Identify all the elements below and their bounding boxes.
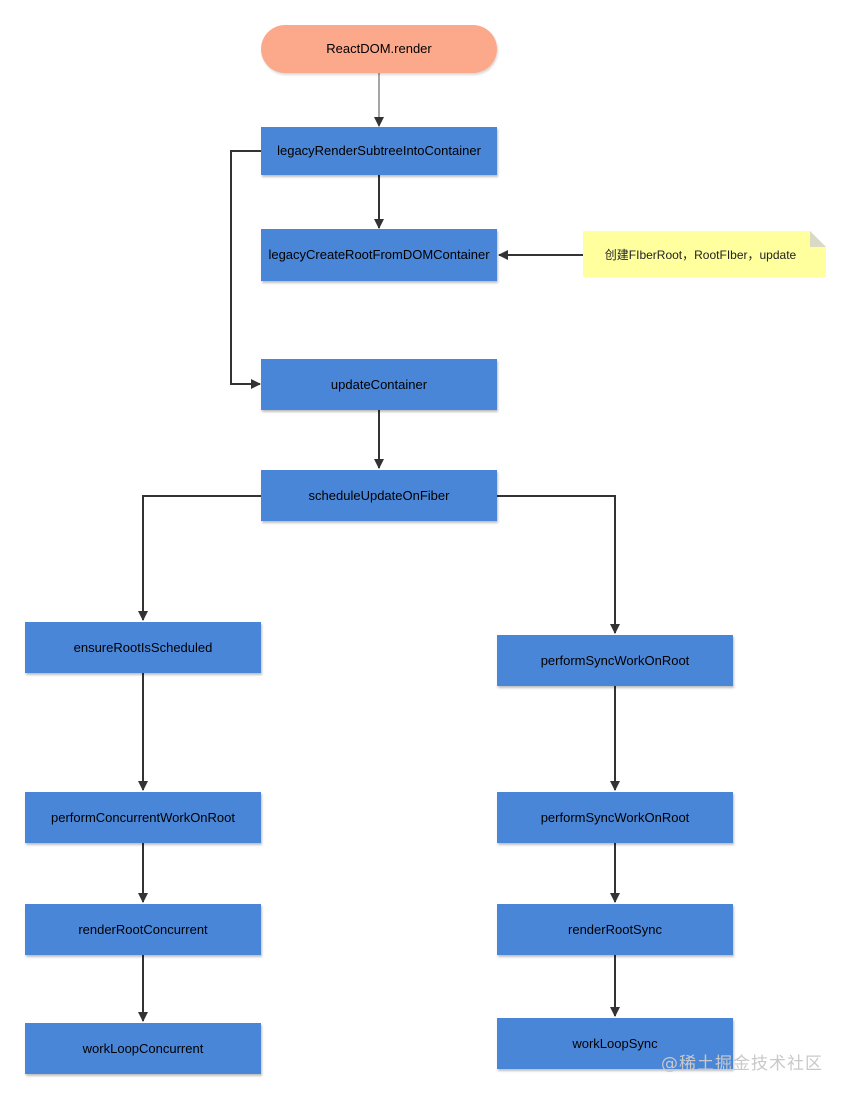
node-render-root-sync: renderRootSync [497, 904, 733, 955]
edge-schedule-to-ensure-root [138, 495, 261, 621]
node-perform-sync-work-on-root: performSyncWorkOnRoot [497, 635, 733, 686]
node-work-loop-sync: workLoopSync [497, 1018, 733, 1069]
node-reactdom-render: ReactDOM.render [261, 25, 497, 73]
node-ensure-root-is-scheduled: ensureRootIsScheduled [25, 622, 261, 673]
node-schedule-update-on-fiber: scheduleUpdateOnFiber [261, 470, 497, 521]
note-shape [583, 231, 826, 277]
node-legacy-create-root-label: legacyCreateRootFromDOMContainer [268, 247, 490, 262]
node-perform-sync-work-on-root-2: performSyncWorkOnRoot [497, 792, 733, 843]
watermark: @稀土掘金技术社区 [661, 1054, 823, 1074]
edge-legacy-render-to-update-container [230, 150, 261, 389]
node-work-loop-concurrent: workLoopConcurrent [25, 1023, 261, 1074]
node-legacy-create-root-from-dom-container: legacyCreateRootFromDOMContainer [261, 229, 497, 281]
node-legacy-render-subtree-into-container: legacyRenderSubtreeIntoContainer [261, 127, 497, 175]
node-render-root-concurrent: renderRootConcurrent [25, 904, 261, 955]
node-update-container: updateContainer [261, 359, 497, 410]
node-perform-concurrent-work-on-root: performConcurrentWorkOnRoot [25, 792, 261, 843]
annotation-note: 创建FIberRoot，RootFIber，update [583, 231, 826, 277]
annotation-note-text: 创建FIberRoot，RootFIber，update [604, 247, 797, 262]
edge-schedule-to-perform-sync [497, 495, 620, 634]
